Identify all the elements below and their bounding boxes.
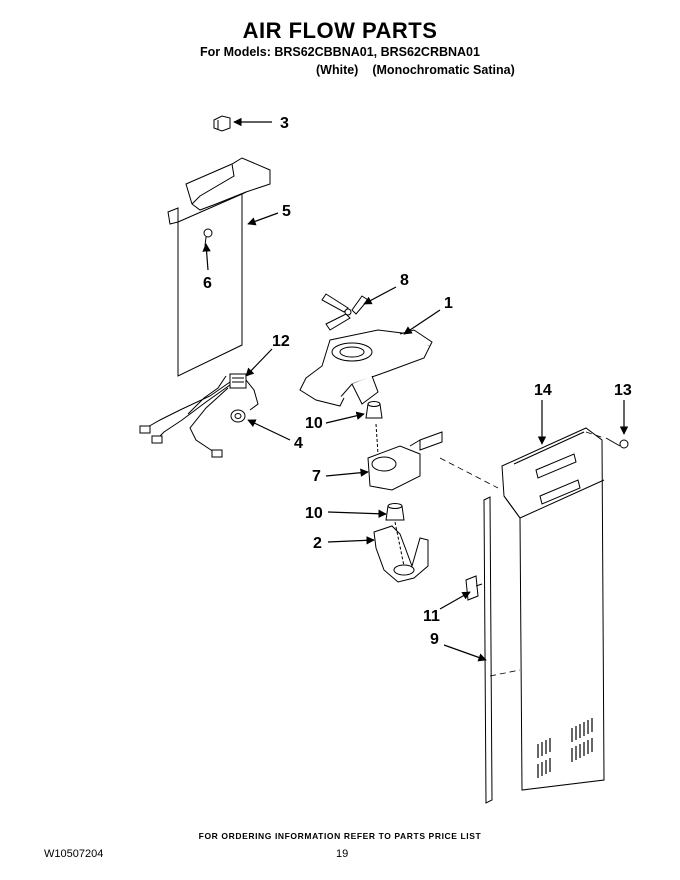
callout-12: 12 bbox=[272, 333, 290, 350]
part-8-fan-blade bbox=[321, 293, 369, 331]
leader-arrows bbox=[202, 117, 629, 662]
part-11-clip bbox=[465, 575, 483, 601]
page-title: AIR FLOW PARTS bbox=[242, 18, 438, 43]
part-13-screw bbox=[605, 437, 629, 449]
callout-13: 13 bbox=[614, 382, 632, 399]
part-4-grommet bbox=[230, 409, 246, 423]
part-5-air-duct bbox=[167, 157, 271, 377]
callout-4: 4 bbox=[294, 435, 303, 452]
part-14-cover-panel bbox=[501, 427, 605, 791]
part-9-seal-strip bbox=[483, 496, 493, 804]
callout-7: 7 bbox=[312, 468, 321, 485]
variant-monochromatic-satina: (Monochromatic Satina) bbox=[372, 63, 515, 77]
callout-2: 2 bbox=[313, 535, 322, 552]
callout-6: 6 bbox=[203, 275, 212, 292]
document-number: W10507204 bbox=[44, 848, 104, 860]
callout-10-lower: 10 bbox=[305, 505, 323, 522]
callout-10-upper: 10 bbox=[305, 415, 323, 432]
callout-3: 3 bbox=[280, 115, 289, 132]
part-2-motor-bracket bbox=[373, 521, 429, 583]
variant-white: (White) bbox=[316, 63, 359, 77]
assembly-guide-lines bbox=[439, 431, 605, 677]
page-number: 19 bbox=[336, 848, 349, 860]
part-7-fan-motor bbox=[367, 423, 443, 491]
callout-14: 14 bbox=[534, 382, 552, 399]
callout-5: 5 bbox=[282, 203, 291, 220]
part-3-clip bbox=[213, 115, 231, 132]
callout-1: 1 bbox=[444, 295, 453, 312]
callout-8: 8 bbox=[400, 272, 409, 289]
part-10-lower-bushing bbox=[385, 503, 405, 521]
part-10-upper-bushing bbox=[365, 401, 383, 419]
callout-9: 9 bbox=[430, 631, 439, 648]
part-1-fan-housing bbox=[299, 329, 433, 407]
callout-numbers: 3 5 6 8 1 12 4 10 7 10 2 11 9 14 13 bbox=[203, 115, 632, 648]
ordering-info-note: FOR ORDERING INFORMATION REFER TO PARTS … bbox=[198, 831, 482, 841]
callout-11: 11 bbox=[423, 608, 440, 625]
part-12-wire-harness bbox=[139, 373, 259, 458]
model-variants: (White) (Monochromatic Satina) bbox=[316, 63, 529, 77]
model-numbers: For Models: BRS62CBBNA01, BRS62CRBNA01 bbox=[200, 45, 480, 59]
